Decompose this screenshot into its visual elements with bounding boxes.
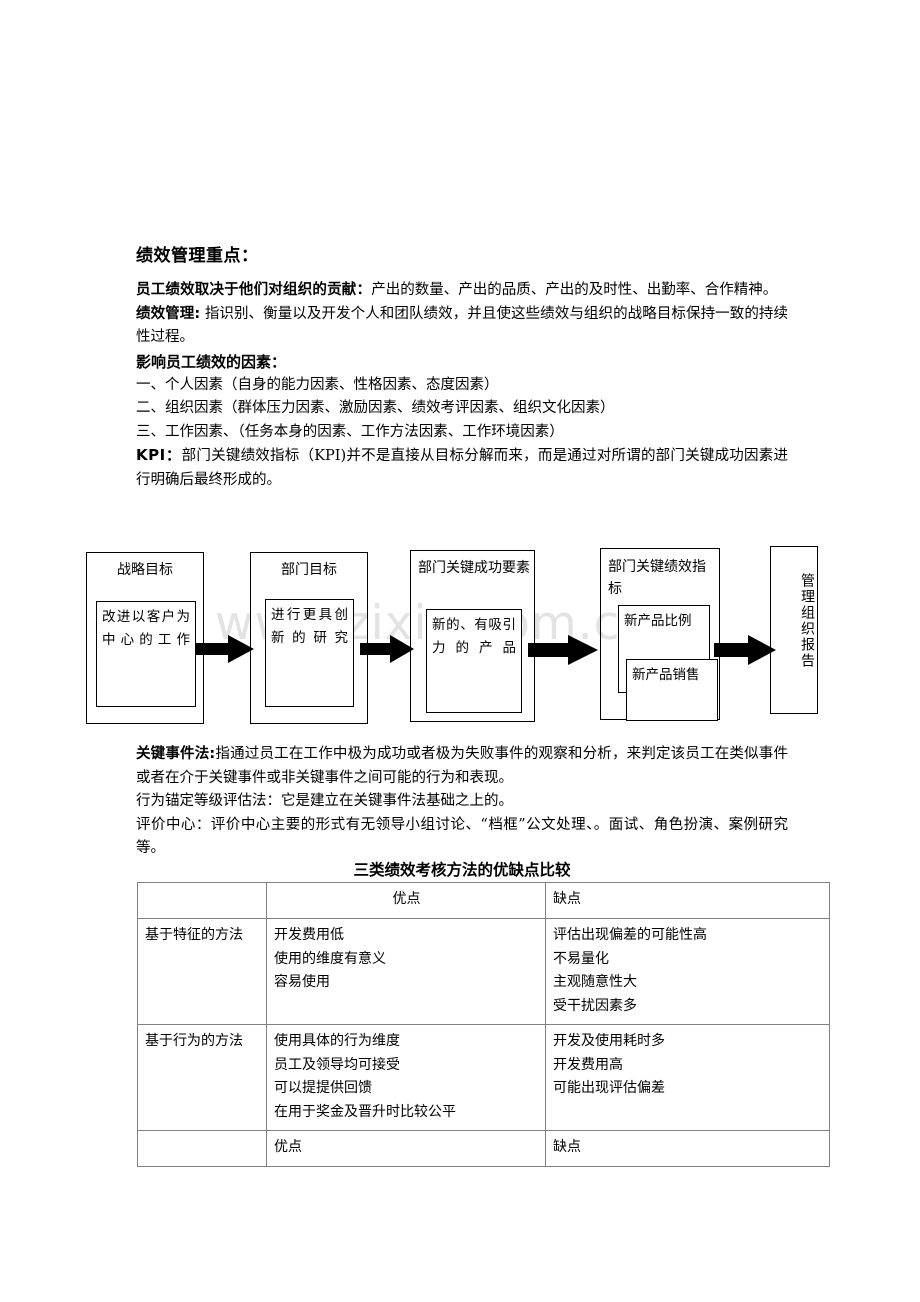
paragraph-assessment-center: 评价中心：评价中心主要的形式有无领导小组讨论、“档框”公文处理、。面试、角色扮演…: [136, 814, 788, 861]
paragraph-text: 指识别、衡量以及开发个人和团队绩效，并且使这些绩效与组织的战略目标保持一致的持续…: [136, 305, 788, 346]
table-header-row: 优点 缺点: [137, 882, 830, 919]
row-cons-footer: 缺点: [545, 1130, 830, 1167]
cell-line: 使用具体的行为维度: [274, 1033, 400, 1049]
diagram-box-department-goal: 部门目标 进行更具创新的研究: [250, 552, 368, 724]
cell-line: 评估出现偏差的可能性高: [553, 927, 707, 943]
cell-line: 可以提提供回馈: [274, 1080, 372, 1096]
table-row: 基于行为的方法 使用具体的行为维度 员工及领导均可接受 可以提提供回馈 在用于奖…: [137, 1024, 830, 1131]
factor-item-2: 二、组织因素（群体压力因素、激励因素、绩效考评因素、组织文化因素）: [136, 400, 615, 416]
cell-line: 使用的维度有意义: [274, 950, 386, 967]
diagram-box-title: 部门目标: [281, 562, 337, 578]
table-header-pros: 优点: [266, 882, 546, 919]
diagram-box-kpi: 部门关键绩效指标 新产品比例 新产品销售: [600, 548, 720, 721]
cell-line: 开发及使用耗时多: [553, 1033, 665, 1049]
section-heading-factors: 影响员工绩效的因素：: [136, 352, 287, 371]
paragraph-lead: 关键事件法:: [136, 746, 216, 762]
row-cons-trait-based: 评估出现偏差的可能性高 不易量化 主观随意性大 受干扰因素多: [545, 918, 830, 1025]
paragraph-text: 指通过员工在工作中极为成功或者极为失败事件的观察和分析，来判定该员工在类似事件或…: [136, 746, 788, 786]
paragraph-text: 产出的数量、产出的品质、产出的及时性、出勤率、合作精神。: [371, 282, 778, 298]
row-cons-behavior-based: 开发及使用耗时多 开发费用高 可能出现评估偏差: [545, 1024, 830, 1131]
row-label-trait-based: 基于特征的方法: [137, 918, 267, 1025]
diagram-inner-box: 改进以客户为中心的工作: [96, 601, 196, 707]
table-header-blank: [137, 882, 267, 919]
cell-line: 主观随意性大: [553, 974, 637, 990]
paragraph-performance-management: 绩效管理: 指识别、衡量以及开发个人和团队绩效，并且使这些绩效与组织的战略目标保…: [136, 303, 788, 350]
row-pros-trait-based: 开发费用低 使用的维度有意义 容易使用: [266, 918, 546, 1025]
diagram-box-vertical-label: 管理组织报告: [799, 573, 815, 669]
right-arrow-icon: [714, 635, 776, 665]
kpi-label: KPI：: [136, 446, 182, 464]
cell-line: 容易使用: [274, 974, 330, 990]
diagram-inner-box: 新的、有吸引力的产品: [426, 609, 522, 713]
kpi-flow-diagram: 战略目标 改进以客户为中心的工作 部门目标 进行更具创新的研究 部门关键成功要素…: [0, 540, 920, 740]
diagram-box-title: 部门关键成功要素: [418, 560, 530, 576]
diagram-box-title: 战略目标: [117, 562, 173, 578]
factor-item-1: 一、个人因素（自身的能力因素、性格因素、态度因素）: [136, 376, 499, 393]
cell-line: 可能出现评估偏差: [553, 1080, 665, 1096]
cell-line: 不易量化: [553, 950, 609, 967]
cell-line: 在用于奖金及晋升时比较公平: [274, 1103, 456, 1120]
paragraph-text: 评价中心：评价中心主要的形式有无领导小组讨论、“档框”公文处理、。面试、角色扮演…: [136, 816, 788, 857]
document-body-lower: 关键事件法:指通过员工在工作中极为成功或者极为失败事件的观察和分析，来判定该员工…: [136, 743, 788, 861]
cell-line: 缺点: [553, 1139, 581, 1155]
table-row: 基于特征的方法 开发费用低 使用的维度有意义 容易使用 评估出现偏差的可能性高 …: [137, 918, 830, 1025]
paragraph-employee-performance: 员工绩效取决于他们对组织的贡献：产出的数量、产出的品质、产出的及时性、出勤率、合…: [136, 279, 788, 303]
document-body: 绩效管理重点： 员工绩效取决于他们对组织的贡献：产出的数量、产出的品质、产出的及…: [136, 243, 788, 492]
table-caption: 三类绩效考核方法的优缺点比较: [353, 861, 571, 879]
row-pros-behavior-based: 使用具体的行为维度 员工及领导均可接受 可以提提供回馈 在用于奖金及晋升时比较公…: [266, 1024, 546, 1131]
right-arrow-icon: [196, 635, 254, 663]
page-title: 绩效管理重点：: [136, 246, 259, 266]
diagram-box-strategic-goal: 战略目标 改进以客户为中心的工作: [86, 552, 204, 724]
factor-item-3: 三、工作因素、（任务本身的因素、工作方法因素、工作环境因素）: [136, 423, 564, 440]
right-arrow-icon: [360, 635, 414, 663]
paragraph-text: 行为锚定等级评估法：它是建立在关键事件法基础之上的。: [136, 793, 513, 809]
paragraph-bars: 行为锚定等级评估法：它是建立在关键事件法基础之上的。: [136, 790, 788, 814]
diagram-inner-box-sales: 新产品销售: [626, 659, 718, 721]
cell-line: 员工及领导均可接受: [274, 1056, 400, 1073]
cell-line: 受干扰因素多: [553, 997, 637, 1014]
diagram-box-critical-success-factors: 部门关键成功要素 新的、有吸引力的产品: [410, 550, 535, 722]
paragraph-lead: 绩效管理:: [136, 305, 201, 322]
table-row: 优点 缺点: [137, 1130, 830, 1167]
kpi-text: 部门关键绩效指标（KPI)并不是直接从目标分解而来，而是通过对所谓的部门关键成功…: [136, 448, 788, 488]
cell-line: 开发费用低: [274, 927, 344, 943]
cell-line: 开发费用高: [553, 1056, 623, 1073]
right-arrow-icon: [528, 635, 598, 665]
comparison-table: 优点 缺点 基于特征的方法 开发费用低 使用的维度有意义 容易使用 评估出现偏差…: [137, 882, 830, 1167]
row-label-blank: [137, 1130, 267, 1167]
paragraph-critical-incident: 关键事件法:指通过员工在工作中极为成功或者极为失败事件的观察和分析，来判定该员工…: [136, 743, 788, 790]
paragraph-lead: 员工绩效取决于他们对组织的贡献：: [136, 282, 372, 298]
diagram-inner-box: 进行更具创新的研究: [265, 599, 354, 707]
row-pros-footer: 优点: [266, 1130, 546, 1167]
paragraph-kpi: KPI：部门关键绩效指标（KPI)并不是直接从目标分解而来，而是通过对所谓的部门…: [136, 444, 788, 492]
row-label-behavior-based: 基于行为的方法: [137, 1024, 267, 1131]
table-header-cons: 缺点: [545, 882, 830, 919]
diagram-box-management-report: 管理组织报告: [770, 546, 818, 714]
diagram-box-title: 部门关键绩效指标: [608, 559, 706, 597]
cell-line: 优点: [274, 1139, 302, 1155]
